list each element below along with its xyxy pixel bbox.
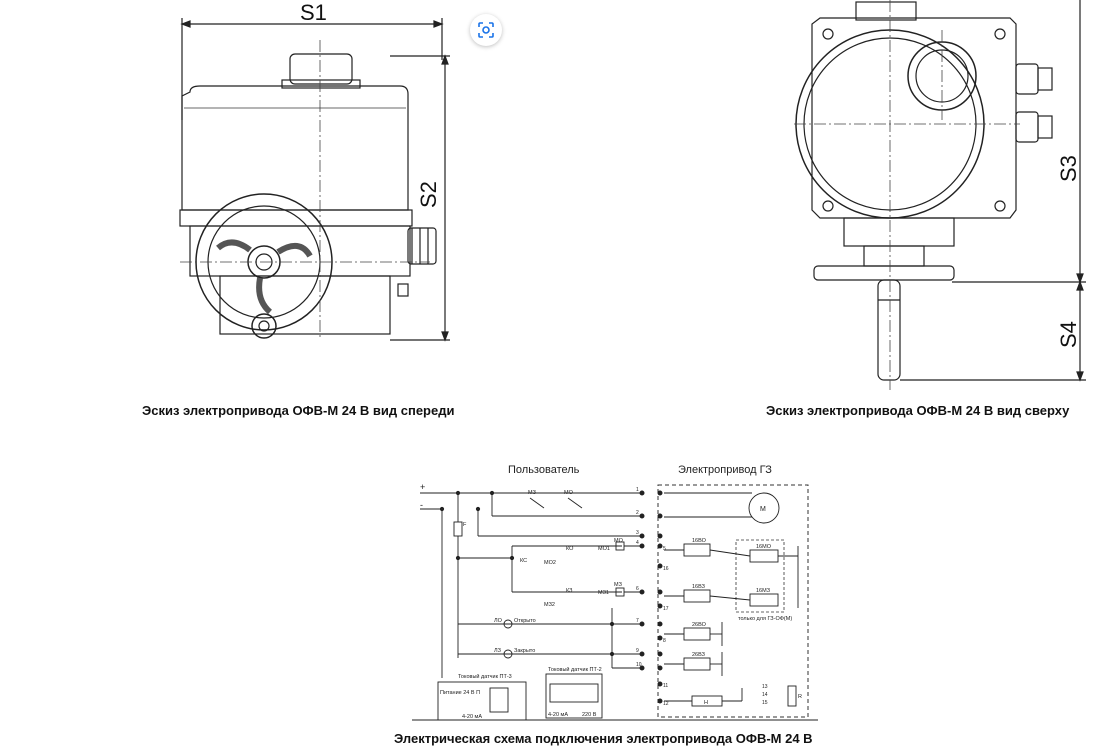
- pt2-in-label: 220 В: [582, 712, 597, 718]
- terminal-number: 6: [636, 586, 639, 592]
- mz-relay-label: МЗ: [614, 582, 623, 588]
- dim-s1-label: S1: [300, 0, 327, 25]
- terminal-number: 13: [762, 684, 768, 690]
- sw-26vo-label: 26ВО: [692, 622, 707, 628]
- terminal-number: 2: [636, 510, 639, 516]
- terminal-number: 5: [663, 546, 666, 552]
- mz1-label: МЗ1: [598, 590, 609, 596]
- motor-label: M: [760, 506, 766, 513]
- mz-label: МЗ: [528, 490, 537, 496]
- fuse-label: F: [463, 522, 467, 528]
- r-label: R: [798, 694, 802, 700]
- schema-actuator-label: Электропривод ГЗ: [678, 464, 772, 476]
- terminal-number: 11: [663, 683, 668, 689]
- terminal-number: 8: [663, 638, 666, 644]
- ko-label: КО: [566, 546, 574, 552]
- terminal-number: 4: [636, 540, 639, 546]
- sw-26vz-label: 26ВЗ: [692, 652, 706, 658]
- top-view-drawing: S3 S4: [794, 0, 1086, 390]
- terminal-number: 10: [636, 662, 642, 668]
- lz-label: ЛЗ: [494, 648, 502, 654]
- dim-s2-label: S2: [416, 181, 441, 208]
- pt2-out-label: 4-20 мА: [548, 712, 568, 718]
- lens-icon: [478, 22, 494, 38]
- minus-label: -: [420, 500, 423, 510]
- pt3-supply-label: Питание 24 В П: [440, 690, 480, 696]
- terminal-number: 17: [663, 606, 669, 612]
- sw-16vo-label: 16ВО: [692, 538, 707, 544]
- terminal-number: 15: [762, 700, 768, 706]
- terminal-number: 9: [636, 648, 639, 654]
- ks-label: КС: [520, 558, 527, 564]
- terminal-number: 7: [636, 618, 639, 624]
- sw-16vz-label: 16ВЗ: [692, 584, 706, 590]
- heater-label: Н: [704, 700, 708, 706]
- schema-user-label: Пользователь: [508, 464, 580, 476]
- lamp-closed-label: Закрыто: [514, 648, 535, 654]
- mo1-label: МО1: [598, 546, 610, 552]
- pt3-label: Токовый датчик ПТ-3: [458, 673, 512, 680]
- terminal-number: 16: [663, 566, 669, 572]
- terminal-number: 3: [636, 530, 639, 536]
- front-view-drawing: S1 S2: [179, 0, 450, 342]
- top-view-caption: Эскиз электропривода ОФВ-М 24 В вид свер…: [766, 403, 1070, 418]
- front-view-caption: Эскиз электропривода ОФВ-М 24 В вид спер…: [142, 403, 455, 418]
- mo-relay-label: МО: [614, 538, 624, 544]
- dim-s3-label: S3: [1056, 155, 1081, 182]
- plus-label: +: [420, 482, 425, 492]
- lamp-open-label: Открыто: [514, 618, 536, 624]
- mz2-label: МЗ2: [544, 602, 555, 608]
- terminal-number: 14: [762, 692, 768, 698]
- visual-search-button[interactable]: [470, 14, 502, 46]
- dim-s4-label: S4: [1056, 321, 1081, 348]
- note-gz-label: только для ГЗ-ОФ(М): [738, 616, 792, 622]
- pt3-out-label: 4-20 мА: [462, 714, 482, 720]
- sw-16mo-label: 16МО: [756, 544, 772, 550]
- mo2-label: МО2: [544, 560, 556, 566]
- wiring-schematic: Пользователь Электропривод ГЗ: [412, 464, 818, 721]
- kz-label: КЗ: [566, 588, 573, 594]
- mo-label: МО: [564, 490, 574, 496]
- schema-caption: Электрическая схема подключения электроп…: [394, 731, 813, 746]
- terminal-number: 1: [636, 487, 639, 493]
- pt2-label: Токовый датчик ПТ-2: [548, 666, 602, 673]
- terminal-number: 12: [663, 701, 669, 707]
- lo-label: ЛО: [494, 618, 503, 624]
- sw-16mz-label: 16МЗ: [756, 588, 771, 594]
